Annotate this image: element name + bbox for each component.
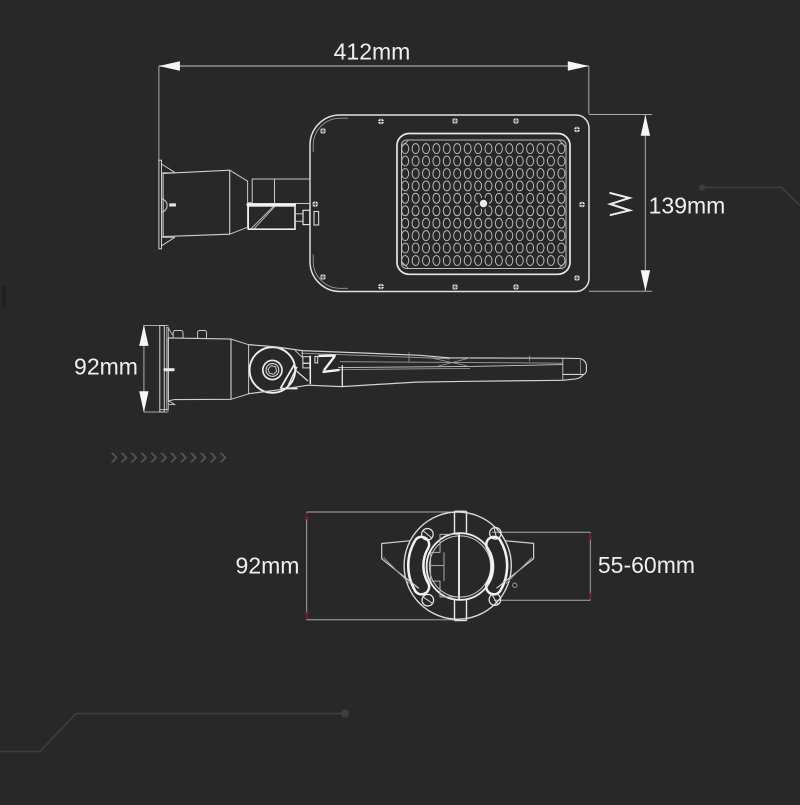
svg-text:92mm: 92mm — [74, 354, 138, 380]
svg-text:55-60mm: 55-60mm — [598, 552, 695, 578]
svg-text:92mm: 92mm — [236, 553, 300, 579]
svg-text:412mm: 412mm — [334, 39, 411, 65]
svg-text:139mm: 139mm — [649, 193, 726, 219]
